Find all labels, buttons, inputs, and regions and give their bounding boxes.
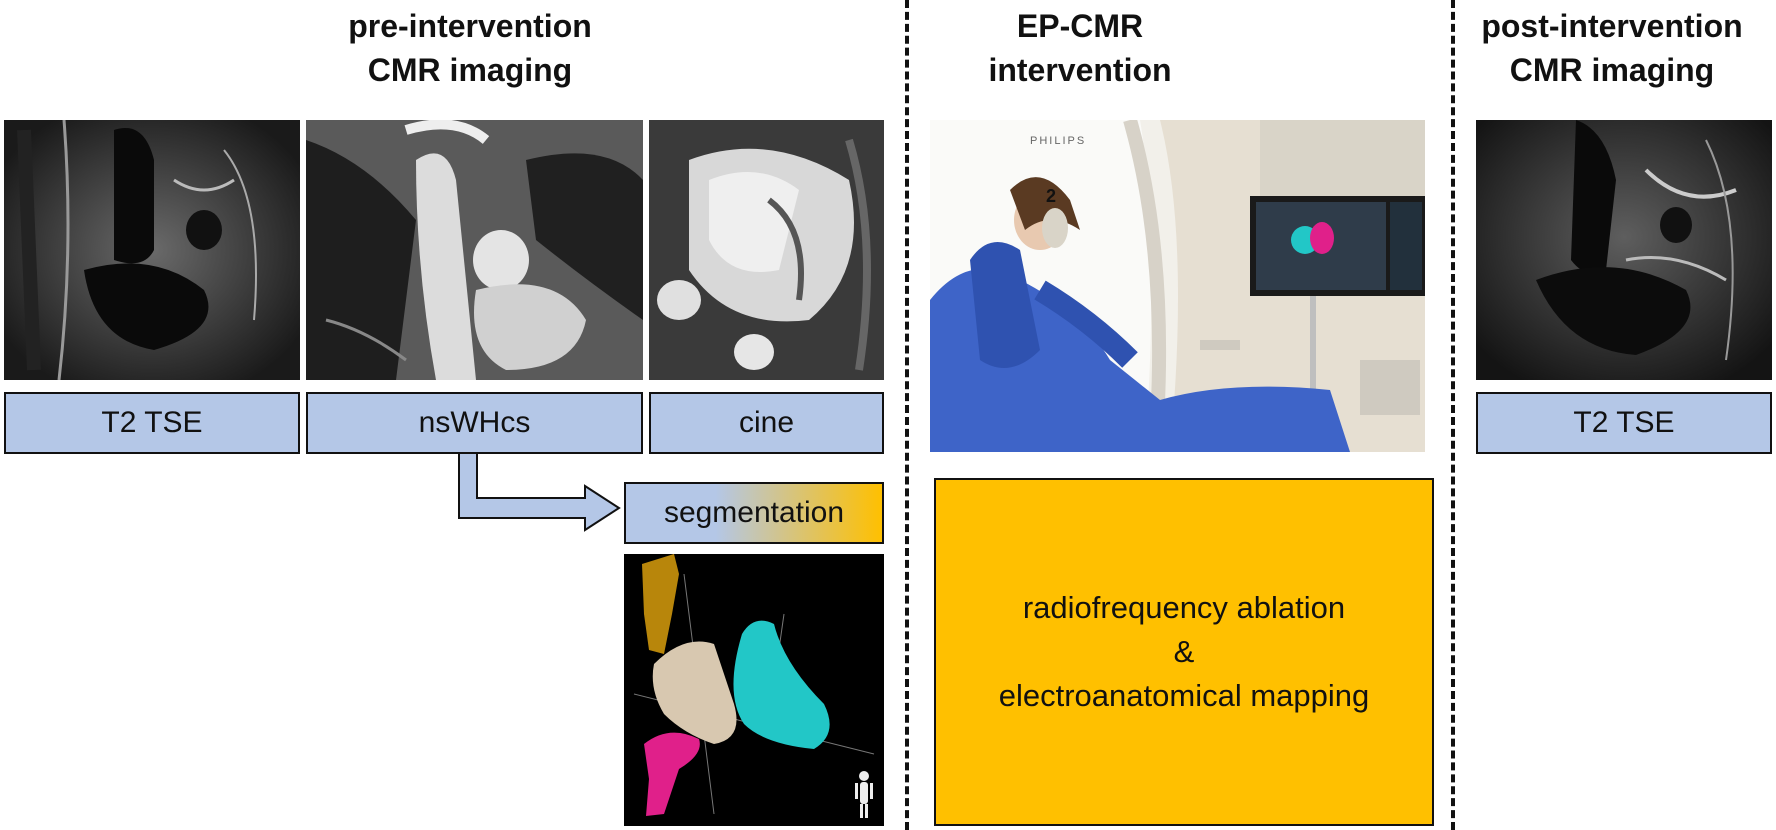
headphone-mark: 2 [1046, 186, 1056, 206]
nswhcs-image [306, 120, 643, 380]
ep-heading-line2: intervention [988, 52, 1172, 88]
segmentation-label: segmentation [624, 482, 884, 544]
t2-tse-post-label: T2 TSE [1476, 392, 1772, 454]
segment-cyan [733, 620, 830, 749]
cine-label: cine [649, 392, 884, 454]
post-heading-line2: CMR imaging [1509, 52, 1715, 88]
separator-left [905, 0, 909, 830]
t2-tse-post-image [1476, 120, 1772, 380]
nswhcs-label: nsWHcs [306, 392, 643, 454]
procedure-box: radiofrequency ablation & electroanatomi… [934, 478, 1434, 826]
segmentation-render-image [624, 554, 884, 826]
segment-beige [652, 641, 737, 744]
human-orientation-icon [855, 771, 873, 818]
ep-cmr-heading: EP-CMR intervention [930, 4, 1230, 92]
ep-cmr-intervention-photo: 2 PHILIPS [930, 120, 1425, 452]
t2-tse-pre-image [4, 120, 300, 380]
segmentation-arrow [458, 454, 621, 532]
procedure-line2: & [1173, 634, 1195, 669]
separator-right [1451, 0, 1455, 830]
post-heading-line1: post-intervention [1481, 8, 1743, 44]
ep-heading-line1: EP-CMR [1016, 8, 1144, 44]
pre-heading-line2: CMR imaging [367, 52, 573, 88]
segment-magenta [644, 732, 700, 816]
pre-intervention-heading: pre-intervention CMR imaging [270, 4, 670, 92]
cine-image [649, 120, 884, 380]
segment-gold [642, 554, 679, 654]
procedure-line1: radiofrequency ablation [1022, 590, 1346, 625]
pre-heading-line1: pre-intervention [348, 8, 592, 44]
post-intervention-heading: post-intervention CMR imaging [1462, 4, 1762, 92]
t2-tse-pre-label: T2 TSE [4, 392, 300, 454]
procedure-line3: electroanatomical mapping [998, 678, 1370, 713]
scanner-brand: PHILIPS [1030, 135, 1086, 147]
